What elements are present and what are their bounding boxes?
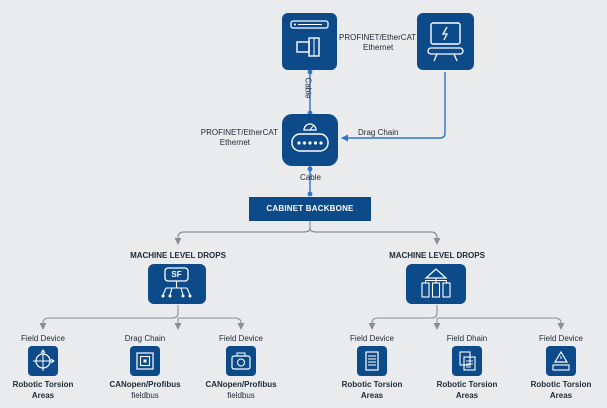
gauge-panel-icon [291,123,329,152]
nested-squares-icon [136,352,154,370]
hierarchy-icon [421,268,451,298]
connector-dot [307,191,313,197]
hub-label: SF [171,270,182,279]
device-sub: Areas [31,391,55,400]
cable-vertical-label: Cable [303,77,313,99]
controller-icon [290,20,329,57]
mid-protocol-line2: Ethernet [219,138,250,147]
top-protocol-line2: Ethernet [363,43,394,52]
device-top-label: Field Device [20,334,66,343]
camera-icon [231,352,251,370]
cable-lower-label: Cable [300,173,321,182]
device-top-label: Field Device [218,334,264,343]
backbone-branch-right [309,227,441,245]
device-node[interactable] [546,346,576,376]
connector-dot [307,69,313,75]
device-sub: Areas [360,391,384,400]
server-rack-icon [365,351,379,371]
device-sub: fieldbus [131,391,159,400]
device-node[interactable] [28,346,58,376]
warning-tray-icon [552,350,570,371]
monitor-bolt-icon [427,22,464,62]
device-top-label: Drag Chain [124,334,166,343]
right-branch-1 [368,305,438,330]
device-top-label: Field Device [538,334,584,343]
device-node[interactable] [130,346,160,376]
mid-protocol-line1: PROFINET/EtherCAT [200,128,278,137]
device-node[interactable] [452,346,482,376]
connector-dot [307,166,313,172]
mid-protocol-label: PROFINET/EtherCAT Ethernet [198,128,278,148]
device-name: Robotic Torsion [436,380,498,389]
controller-node[interactable] [282,13,337,70]
left-branch-1 [39,305,179,330]
device-name: Robotic Torsion [530,380,592,389]
drag-chain-link [341,72,446,142]
device-node[interactable] [226,346,256,376]
device-sub: Areas [549,391,573,400]
device-top-label: Field Device [349,334,395,343]
device-name: Robotic Torsion [341,380,403,389]
top-protocol-line1: PROFINET/EtherCAT [339,33,417,42]
right-group-title: MACHINE LEVEL DROPS [389,251,485,260]
left-hub-node[interactable]: SF [148,264,206,304]
backbone-branch-left [174,221,311,245]
remote-device-node[interactable] [417,13,474,70]
device-sub: Areas [455,391,479,400]
top-protocol-label: PROFINET/EtherCAT Ethernet [339,33,416,53]
device-name: CANopen/Profibus [109,380,181,389]
sf-hub-icon [161,267,192,298]
document-stack-icon [459,351,476,371]
device-node[interactable] [357,346,387,376]
device-top-label: Field Dhain [446,334,488,343]
device-sub: fieldbus [227,391,255,400]
right-hub-node[interactable] [406,264,466,304]
left-group-title: MACHINE LEVEL DROPS [130,251,226,260]
left-branch-3 [178,317,245,330]
device-name: Robotic Torsion [12,380,74,389]
right-branch-3 [437,317,565,330]
gateway-node[interactable] [282,114,338,166]
drag-chain-label: Drag Chain [358,128,399,137]
cabinet-backbone[interactable]: CABINET BACKBONE [249,197,371,221]
device-name: CANopen/Profibus [205,380,277,389]
rotate-arrows-icon [33,349,55,371]
